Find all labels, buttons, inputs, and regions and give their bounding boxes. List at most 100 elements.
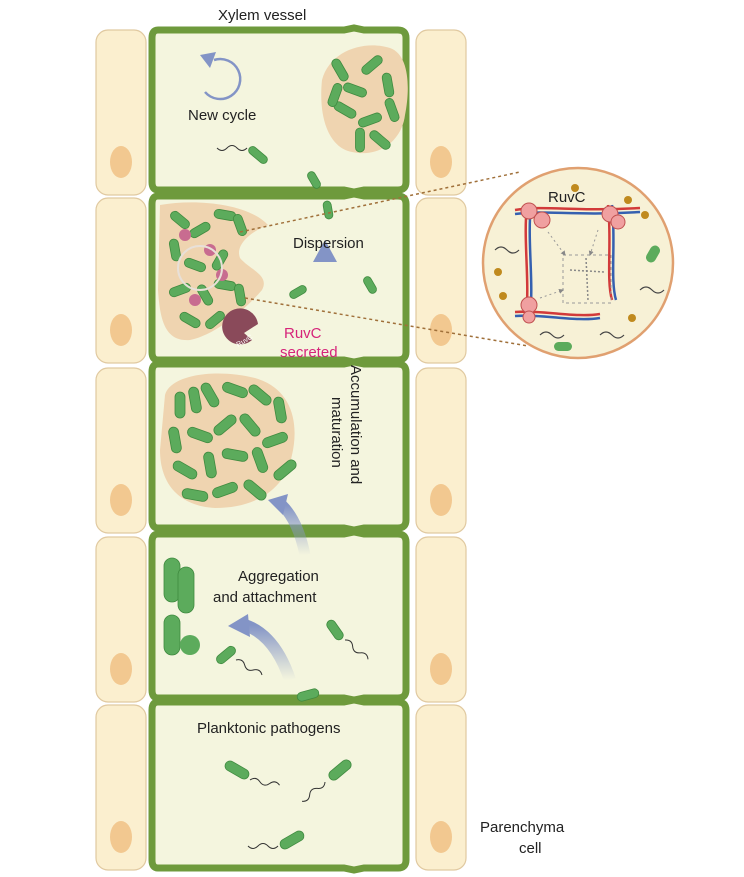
parenchyma-nucleus [110, 821, 132, 853]
bacterium [168, 426, 182, 454]
bacterium [205, 310, 225, 330]
parenchyma-cell [95, 197, 147, 364]
bacterium [248, 384, 272, 406]
parenchyma-nucleus [430, 146, 452, 178]
label-accumulation: Accumulation and [347, 365, 364, 484]
bacterium [183, 257, 207, 273]
accumulation-arrowhead [268, 494, 288, 515]
bacterium [327, 83, 343, 107]
parenchyma-cell [415, 704, 467, 871]
bacterium [177, 566, 195, 614]
parenchyma-nucleus [430, 821, 452, 853]
bacterium [369, 130, 391, 150]
bacteria [163, 55, 400, 850]
bacterium [174, 391, 186, 419]
bacterium [307, 171, 321, 189]
bacterium [203, 451, 217, 479]
parenchyma-nucleus [430, 484, 452, 516]
parenchyma-nucleus [110, 653, 132, 685]
parenchyma-cell [415, 29, 467, 196]
bacterium [180, 635, 200, 655]
bacterium [279, 830, 305, 850]
label-new-cycle: New cycle [188, 107, 256, 124]
ruvc-protein [179, 229, 191, 241]
bacterium [328, 759, 352, 781]
label-parenchyma: Parenchyma [480, 819, 565, 836]
bacterium [262, 431, 288, 449]
flagellum [301, 781, 326, 802]
bacterium [322, 200, 334, 220]
stage-arrows [200, 52, 337, 682]
bacterium [251, 447, 269, 473]
label-ruvc: RuvC [284, 325, 322, 342]
bacterium [222, 381, 248, 399]
bacterium [331, 58, 349, 82]
aggregation-arrow [242, 619, 296, 682]
label-planktonic: Planktonic pathogens [197, 720, 340, 737]
bacterium [233, 283, 247, 307]
vessel-segment [148, 528, 410, 704]
bacterium [188, 386, 202, 414]
bacterium [384, 98, 400, 122]
flagellum [249, 777, 280, 786]
inset-connectors [177, 171, 529, 347]
label-attachment: and attachment [213, 589, 317, 606]
bacterium [172, 460, 198, 480]
inset-ruvc-label: RuvC [548, 189, 586, 206]
bacterium [363, 276, 377, 294]
parenchyma-nucleus [110, 146, 132, 178]
parenchyma-cell [415, 197, 467, 364]
figure-title: Xylem vessel [218, 7, 306, 24]
parenchyma-cell [95, 367, 147, 534]
label-cell: cell [519, 840, 542, 857]
labels: Xylem vessel New cycle Dispersion RuvC s… [188, 7, 565, 857]
bacterium [200, 382, 220, 408]
new-cycle-arrowhead [200, 52, 216, 68]
bacterium [213, 414, 237, 436]
aggregation-arrowhead [228, 614, 250, 637]
bacterium [355, 127, 365, 153]
bacterium [248, 146, 268, 164]
label-aggregation: Aggregation [238, 568, 319, 585]
flagellum [247, 843, 279, 849]
bacterium [343, 82, 367, 98]
bacterium [232, 213, 248, 237]
bacterium [273, 396, 287, 424]
label-maturation: maturation [328, 397, 345, 468]
bacterium [187, 426, 213, 444]
bacterium [163, 557, 181, 603]
parenchyma-nucleus [430, 314, 452, 346]
bacterium [361, 55, 383, 75]
bacterium [224, 760, 250, 780]
bacterium [289, 285, 307, 299]
bacterium [358, 112, 382, 128]
bacterium [170, 210, 190, 230]
parenchyma-cell [95, 536, 147, 703]
parenchyma-cell [415, 367, 467, 534]
flagellum [216, 145, 248, 151]
ruvc-protein [189, 294, 201, 306]
bacterium [381, 72, 395, 98]
flagellum [235, 659, 263, 676]
dispersion-arrowhead [313, 240, 337, 262]
bacterium [239, 413, 261, 437]
label-dispersion: Dispersion [293, 235, 364, 252]
bacterium [273, 459, 297, 481]
parenchyma-cell [415, 536, 467, 703]
bacterium [212, 481, 238, 499]
bacterium [168, 282, 192, 298]
bacterium [216, 645, 236, 665]
biofilm-clusters [158, 45, 408, 850]
parenchyma-nucleus [110, 314, 132, 346]
new-cycle-arrow [204, 57, 242, 101]
parenchyma-nucleus [430, 653, 452, 685]
parenchyma-cells [95, 29, 467, 871]
bacterium [179, 311, 201, 329]
bacterium [243, 479, 267, 501]
ruvc-inset: RuvC [481, 166, 675, 360]
bacterium [168, 238, 182, 262]
bacterium [163, 614, 181, 656]
bacterium [296, 688, 320, 702]
flagellum [344, 639, 369, 660]
